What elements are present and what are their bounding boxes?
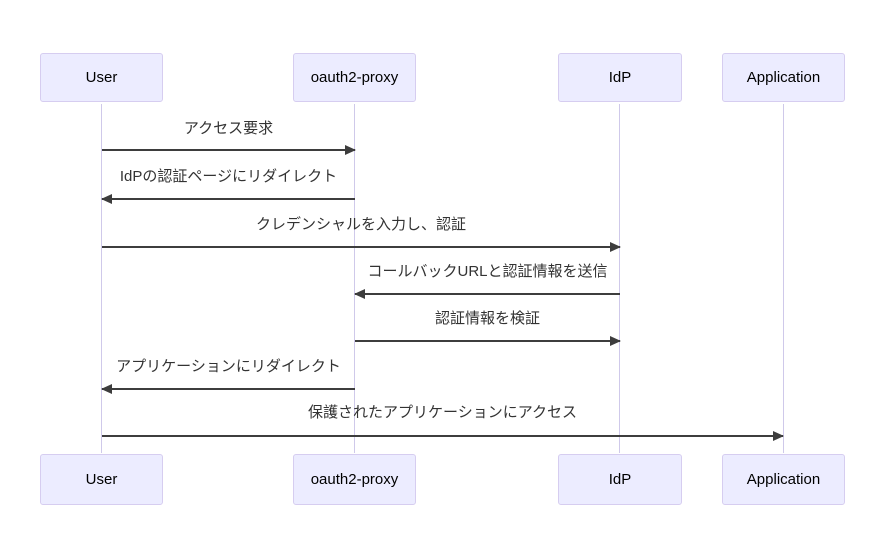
actor-label: User bbox=[85, 69, 118, 86]
actor-box-user-bottom: User bbox=[40, 454, 163, 505]
message-arrow bbox=[101, 194, 355, 204]
actor-box-oauth2-proxy-bottom: oauth2-proxy bbox=[293, 454, 416, 505]
actor-label: oauth2-proxy bbox=[310, 69, 399, 86]
actor-box-user-top: User bbox=[40, 53, 163, 102]
actor-label: oauth2-proxy bbox=[310, 471, 399, 488]
message-label: 認証情報を検証 bbox=[434, 310, 540, 327]
arrowhead-right-icon bbox=[610, 336, 621, 346]
arrowhead-right-icon bbox=[773, 431, 784, 441]
actor-box-idp-top: IdP bbox=[558, 53, 682, 102]
actor-box-oauth2-proxy-top: oauth2-proxy bbox=[293, 53, 416, 102]
lifeline-user bbox=[101, 104, 102, 453]
message-label: IdPの認証ページにリダイレクト bbox=[119, 168, 338, 185]
actor-label: Application bbox=[746, 69, 821, 86]
actor-label: User bbox=[85, 471, 118, 488]
actor-label: IdP bbox=[608, 471, 632, 488]
message-arrow bbox=[354, 289, 620, 299]
message-arrow bbox=[102, 242, 621, 252]
message-label: コールバックURLと認証情報を送信 bbox=[367, 263, 608, 280]
message-label: アクセス要求 bbox=[183, 120, 274, 137]
actor-label: Application bbox=[746, 471, 821, 488]
actor-box-application-bottom: Application bbox=[722, 454, 845, 505]
message-arrow bbox=[355, 336, 621, 346]
message-label: アプリケーションにリダイレクト bbox=[116, 358, 341, 375]
message-label: クレデンシャルを入力し、認証 bbox=[255, 216, 466, 233]
message-arrow bbox=[101, 384, 355, 394]
arrowhead-left-icon bbox=[101, 194, 112, 204]
arrowhead-left-icon bbox=[354, 289, 365, 299]
arrowhead-left-icon bbox=[101, 384, 112, 394]
lifeline-application bbox=[783, 104, 784, 453]
arrowhead-right-icon bbox=[610, 242, 621, 252]
actor-box-application-top: Application bbox=[722, 53, 845, 102]
lifeline-idp bbox=[619, 104, 620, 453]
message-label: 保護されたアプリケーションにアクセス bbox=[308, 404, 577, 421]
actor-label: IdP bbox=[608, 69, 632, 86]
lifeline-oauth2-proxy bbox=[354, 104, 355, 453]
actor-box-idp-bottom: IdP bbox=[558, 454, 682, 505]
message-arrow bbox=[102, 431, 784, 441]
message-arrow bbox=[102, 145, 356, 155]
arrowhead-right-icon bbox=[345, 145, 356, 155]
